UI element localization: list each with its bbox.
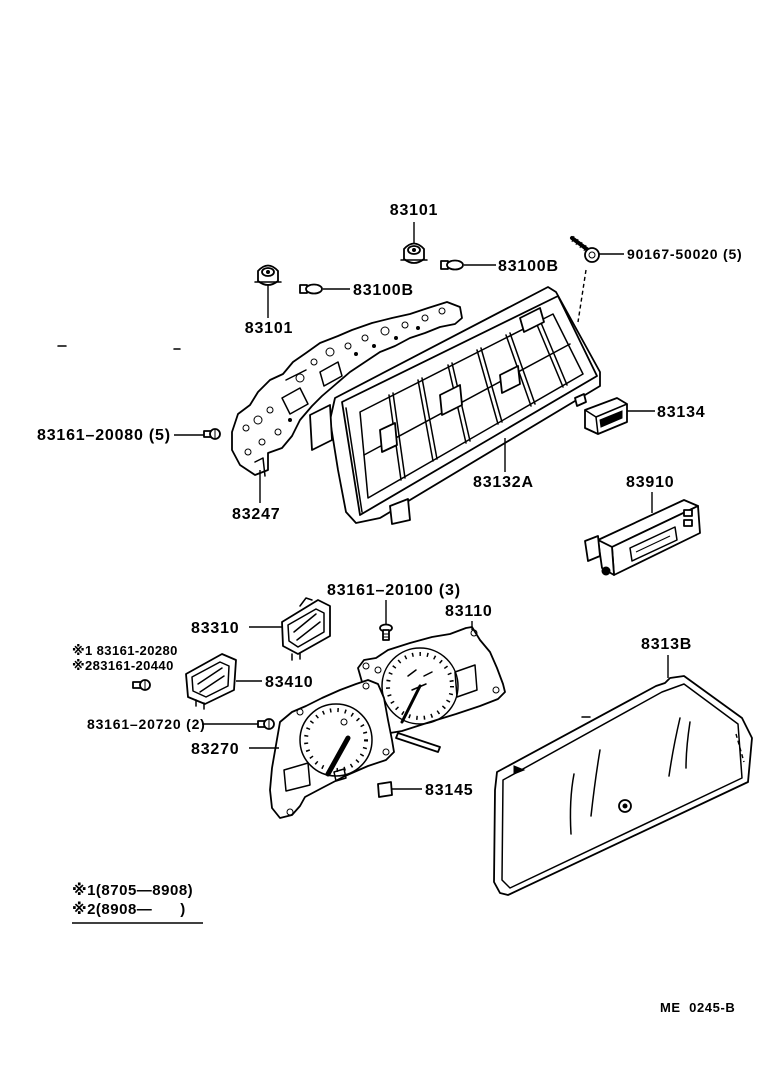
glass-8313B [493, 675, 753, 896]
part-83134 [584, 397, 628, 435]
label-bulb-upper: 83100B [498, 258, 559, 275]
bulb-83100B-lower [299, 283, 323, 295]
label-case-screw: 90167-50020 (5) [627, 246, 743, 262]
label-part-83910: 83910 [626, 474, 675, 491]
gauge-83310 [281, 597, 331, 661]
leader-lines [174, 222, 669, 790]
legend-note-2: ※2(8908— ) [72, 900, 186, 918]
dial-plate-83110 [357, 626, 506, 753]
part-83145 [377, 781, 393, 798]
label-gauge-83310: 83310 [191, 620, 240, 637]
label-gauge-83410: 83410 [265, 674, 314, 691]
screw-83161-20280 [132, 679, 151, 691]
screw-83161-20080 [203, 428, 221, 440]
label-upper-dial: 83110 [445, 603, 493, 620]
label-socket-upper: 83101 [390, 202, 439, 219]
label-glass: 8313B [641, 636, 692, 653]
label-alt-screw-2: ※283161-20440 [72, 658, 174, 673]
socket-83101-upper [400, 242, 428, 264]
circuit-plate-83247 [231, 301, 463, 477]
screw-83161-20720 [257, 718, 275, 730]
label-bulb-lower: 83100B [353, 282, 414, 299]
dial-plate-83270 [269, 679, 395, 819]
label-dial-screw: 83161–20720 (2) [87, 716, 206, 732]
label-meter-case: 83132A [473, 474, 534, 491]
label-part-83247: 83247 [232, 506, 281, 523]
label-lower-dial: 83270 [191, 741, 240, 758]
bulb-83100B-upper [440, 259, 464, 271]
label-part-83134: 83134 [657, 404, 706, 421]
label-socket-lower: 83101 [245, 320, 294, 337]
gauge-83410 [185, 653, 237, 710]
label-part-83145: 83145 [425, 782, 474, 799]
label-plate-screw: 83161–20080 (5) [37, 427, 171, 444]
screw-83161-20100 [379, 623, 393, 641]
label-gauge-screw: 83161–20100 (3) [327, 582, 461, 599]
socket-83101-lower [254, 264, 282, 286]
meter-case-83132A [309, 286, 601, 525]
legend: ※1(8705—8908) ※2(8908— ) [72, 881, 203, 924]
screw-90167-50020 [570, 235, 600, 323]
legend-note-1: ※1(8705—8908) [72, 881, 193, 899]
part-83910 [584, 499, 701, 576]
figure-code: ME 0245-B [660, 1000, 735, 1015]
label-alt-screw-1: ※1 83161-20280 [72, 643, 178, 658]
